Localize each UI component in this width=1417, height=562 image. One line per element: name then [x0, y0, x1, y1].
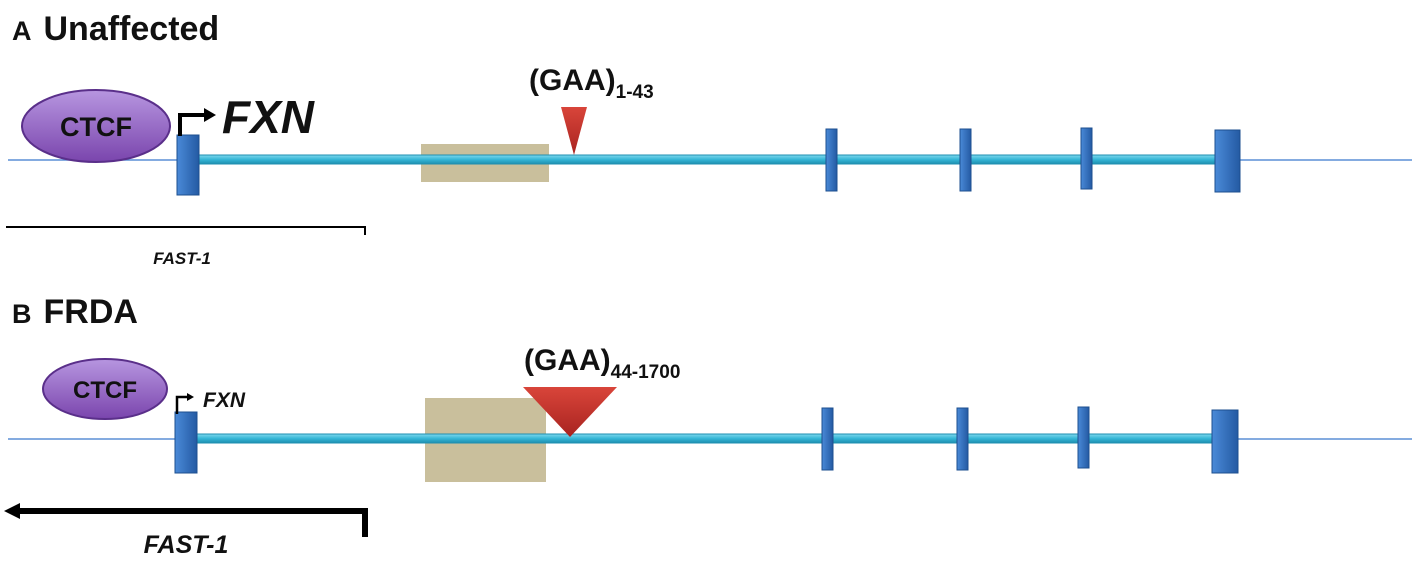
gaa-repeat-triangle [561, 107, 587, 155]
fast-1-label: FAST-1 [144, 531, 229, 559]
ctcf-label: CTCF [60, 112, 132, 142]
gaa-repeat-label: (GAA)44-1700 [524, 344, 680, 383]
panel-b-heading: B FRDA [12, 295, 138, 329]
panel-b-diagram: (GAA)44-1700 CTCF FXN FAST-1 [4, 344, 1412, 559]
panel-a-diagram: (GAA)1-43 CTCF FXN FAST-1 [6, 64, 1412, 268]
exon-3 [959, 128, 972, 192]
exon-1 [176, 134, 200, 196]
exon-2 [825, 128, 838, 192]
gaa-repeat-triangle [523, 387, 617, 437]
tss-arrow [175, 393, 194, 414]
ctcf-ellipse [21, 89, 171, 163]
panel-b-letter: B [12, 299, 32, 329]
fxn-gene-label: FXN [222, 91, 315, 143]
fast-1-arrow [4, 503, 368, 537]
panel-a-heading: A Unaffected [12, 12, 219, 46]
tss-arrow [178, 108, 216, 136]
panel-a-letter: A [12, 16, 32, 46]
fast-1-bracket [6, 226, 366, 235]
exon-5 [1214, 129, 1241, 193]
exon-1 [174, 411, 198, 474]
exon-4 [1080, 127, 1093, 190]
gene-body [187, 433, 1229, 444]
panel-b-title: FRDA [43, 293, 138, 331]
gene-body [187, 154, 1229, 165]
ctcf-ellipse [42, 358, 168, 420]
exon-5 [1211, 409, 1239, 474]
panel-a-title: Unaffected [43, 10, 220, 48]
exon-3 [956, 407, 969, 471]
fxn-gene-label: FXN [203, 389, 246, 412]
gaa-repeat-label: (GAA)1-43 [529, 64, 654, 103]
exon-2 [821, 407, 834, 471]
exon-4 [1077, 406, 1090, 469]
ctcf-label: CTCF [73, 377, 137, 404]
fast-1-label: FAST-1 [153, 249, 211, 268]
